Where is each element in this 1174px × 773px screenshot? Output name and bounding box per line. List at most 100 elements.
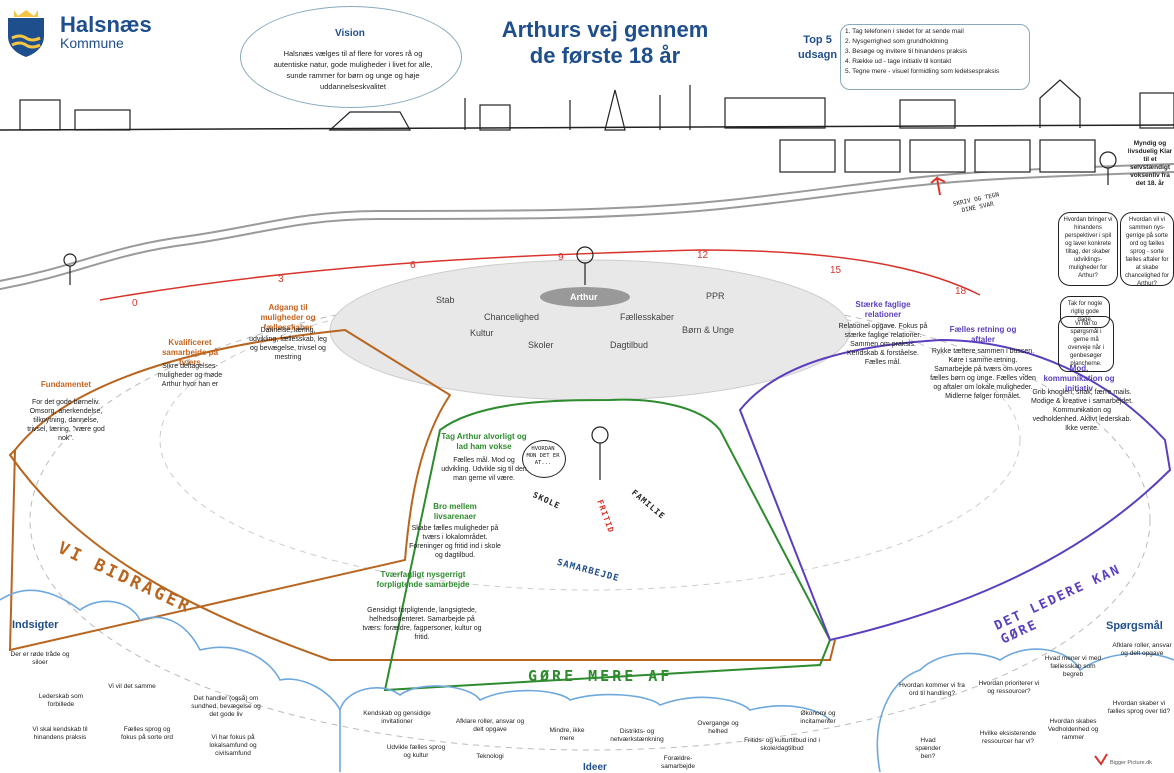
adgang-text: Dannelse, læring, udvikling, fællesskab,… (249, 327, 327, 361)
top5-list: 1. Tag telefonen i stedet for at sende m… (840, 24, 1030, 90)
age-3: 3 (278, 274, 284, 285)
sporgsmal-6: Hvordan skabes Vedholdenhed og rammer (1047, 718, 1099, 741)
top5-item-2: 2. Nysgerrighed som grundholdning (845, 38, 948, 45)
age-9: 9 (558, 252, 564, 263)
tvaer-heading: Tværfagligt nysgerrigt forpligtende sama… (376, 570, 470, 589)
purple-platform (738, 338, 1172, 642)
top5-heading-2: udsagn (798, 49, 838, 61)
skyline (19, 79, 1174, 131)
kvalificeret-heading: Kvalificeret samarbejde på tværs (161, 338, 219, 367)
hvordan-bubble: HVORDAN MON DET ER AT... (526, 446, 560, 466)
age-15: 15 (830, 265, 842, 276)
indsigt-4: Vi vil det samme (108, 683, 156, 690)
vision-text: Halsnæs vælges til af flere for vores rå… (273, 49, 433, 91)
sporgsmal-7: Afklare roller, ansvar og delt opgave (1112, 642, 1172, 657)
bro-text: Skabe fælles muligheder på tværs i lokal… (409, 525, 501, 559)
ide-7: Overgange og helhed (697, 720, 739, 735)
indsigt-1: Der er røde tråde og siloer (10, 651, 70, 666)
mod-heading: Mod, kommunikation og initiativ (1043, 364, 1115, 393)
sporgsmal-4: Hvilke eksisterende ressourcer har vi? (979, 730, 1037, 745)
ide-10: Fritids- og kulturtilbud ind i skole/dag… (744, 737, 820, 752)
title-line-2: de første 18 år (529, 43, 681, 68)
ide-8: Forældre-samarbejde (661, 755, 695, 770)
staerke-heading: Stærke faglige relationer (855, 300, 911, 319)
top5-heading: Top 5 udsagn (798, 33, 837, 63)
gore-mere-af-banner: GØRE MERE AF (528, 667, 673, 685)
top5-item-4: 4. Række ud - tage initiativ til kontakt (845, 58, 952, 65)
tag-heading: Tag Arthur alvorligt og lad ham vokse (441, 432, 527, 451)
age-0: 0 (132, 298, 138, 309)
ideer-heading: Ideer (583, 762, 607, 773)
brand-sub: Kommune (60, 35, 124, 51)
page-title: Arthurs vej gennem de første 18 år (480, 17, 730, 69)
mod-text: Grib knoglen, snak, færre mails. Modige … (1031, 389, 1133, 432)
ide-2: Udvikle fælles sprog og kultur (386, 744, 446, 759)
speech-bubble-2: Hvordan vil vi sammen nys-gerrige på sor… (1120, 212, 1174, 287)
indsigter-heading: Indsigter (12, 619, 59, 631)
chancelighed-label: Chancelighed (484, 312, 540, 322)
faelles-heading: Fælles retning og aftaler (949, 325, 1017, 344)
indsigt-5: Fælles sprog og fokus på sorte ord (120, 726, 174, 741)
credit-label: Bigger Picture.dk (1110, 760, 1152, 766)
ide-4: Teknologi (476, 753, 504, 760)
skoler-label: Skoler (528, 340, 554, 350)
sporgsmal-heading: Spørgsmål (1106, 620, 1163, 632)
fundamentet-text: For det gode børneliv. Omsorg, anerkende… (27, 399, 105, 442)
cloud-right (876, 648, 1174, 772)
figures (63, 151, 1117, 480)
title-line-1: Arthurs vej gennem (501, 17, 709, 42)
faelles-text: Rykke tættere sammen i bussen. Køre i sa… (930, 348, 1036, 400)
center-ellipse (329, 259, 851, 401)
ide-6: Distrikts- og netværkstænkning (610, 728, 664, 743)
dagtilbud-label: Dagtilbud (610, 340, 649, 350)
sporgsmal-3: Hvordan prioriterer vi og ressourcer? (978, 680, 1040, 695)
sporgsmal-5: Hvad mener vi med fællesskab som begreb (1044, 655, 1102, 678)
sporgsmal-1: Hvordan kommer vi fra ord til handling? (899, 682, 965, 697)
speech-bubble-1: Hvordan bringer vi hinandens perspektive… (1058, 212, 1118, 286)
cloud-left (0, 589, 341, 772)
tvaer-text: Gensidigt forpligtende, langsigtede, hel… (362, 607, 482, 641)
sporgsmal-8: Hvordan skaber vi fælles sprog over tid? (1107, 700, 1171, 715)
tag-text: Fælles mål. Mod og udvikling. Udvikle si… (441, 457, 527, 482)
orange-platform (8, 328, 452, 652)
top5-heading-1: Top 5 (803, 34, 832, 46)
crest-icon (6, 8, 46, 58)
brand-name: Halsnæs (60, 12, 152, 37)
born-unge-label: Børn & Unge (682, 325, 735, 335)
age-12: 12 (697, 250, 709, 261)
cloud-middle (339, 685, 831, 721)
ppr-label: PPR (706, 291, 725, 301)
myndig-label: Myndig og livsduelig Klar til et selvstæ… (1127, 140, 1173, 187)
billboards (779, 139, 1096, 173)
indsigt-7: Vi har fokus på lokalsamfund og civilsam… (209, 734, 257, 757)
top5-item-1: 1. Tag telefonen i stedet for at sende m… (845, 28, 964, 35)
ide-1: Kendskab og gensidige invitationer (363, 710, 431, 725)
vision-heading: Vision (335, 28, 365, 39)
sporgsmal-2: Hvad spænder ben? (915, 737, 941, 760)
indsigt-3: Vi skal kendskab til hinandens praksis (32, 726, 88, 741)
age-18: 18 (955, 286, 967, 297)
top5-item-5: 5. Tegne mere - visuel formidling som le… (845, 68, 1000, 75)
age-6: 6 (410, 260, 416, 271)
ide-9: Økonomi og incitamenter (800, 710, 836, 725)
speech-bubble-3: Tak for nogle rigtig gode dage. (1060, 296, 1110, 328)
indsigt-6: Det handler (også) om sundhed, bevægelse… (191, 695, 261, 718)
vision-bubble (240, 6, 462, 108)
faellesskaber-label: Fællesskaber (620, 312, 675, 322)
top5-item-3: 3. Besøge og invitere til hinandens prak… (845, 48, 968, 55)
speech-bubble-4: Vi har to spørgsmål i gerne må overveje … (1058, 316, 1114, 372)
bro-heading: Bro mellem livsarenaer (433, 502, 477, 521)
fundamentet-heading: Fundamentet (40, 380, 92, 389)
staerke-text: Relationel opgave. Fokus på stærke fagli… (838, 323, 928, 366)
kultur-label: Kultur (470, 328, 494, 338)
adgang-heading: Adgang til muligheder og fællesskaber (260, 303, 316, 332)
arthur-label: Arthur (570, 292, 598, 302)
green-frame (383, 398, 832, 692)
ide-3: Afklare roller, ansvar og delt opgave (455, 718, 525, 733)
age-timeline (99, 249, 981, 301)
stab-label: Stab (436, 295, 455, 305)
indsigt-2: Lederskab som forbillede (38, 693, 84, 708)
ide-5: Mindre, ikke mere (549, 727, 585, 742)
kvalificeret-text: Sikre deltagelses-muligheder og møde Art… (157, 363, 223, 388)
